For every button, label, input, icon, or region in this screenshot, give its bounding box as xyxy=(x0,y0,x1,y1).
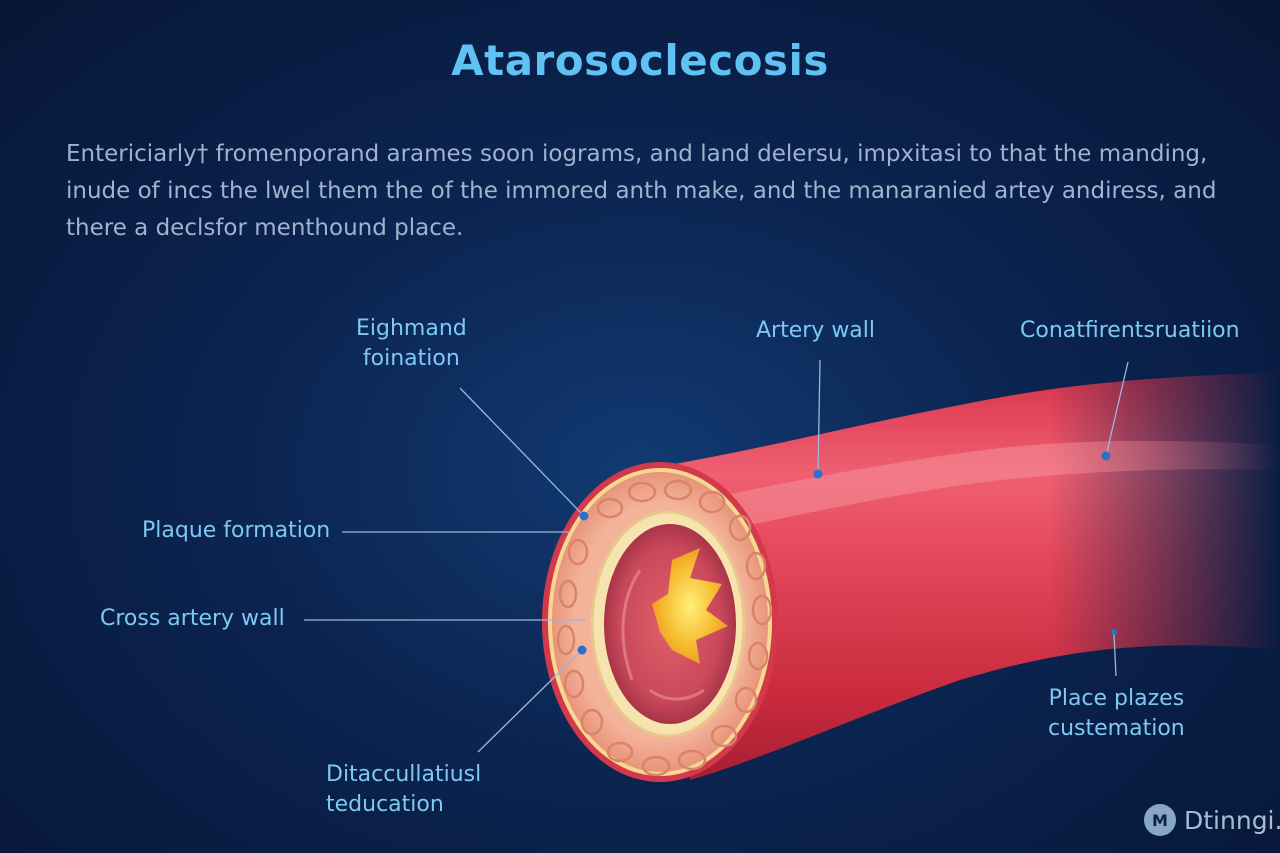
page-title: Atarosoclecosis xyxy=(451,36,829,85)
artery-highlight xyxy=(700,440,1280,535)
label-ditaccullatiusl: Ditaccullatiusl teducation xyxy=(326,760,481,820)
m-logo-icon: M xyxy=(1144,804,1176,836)
label-eighmand-formation: Eighmand foination xyxy=(356,314,467,374)
artery-tube xyxy=(640,372,1280,780)
pointer-dots xyxy=(577,451,1117,655)
wall-cells xyxy=(556,479,773,777)
label-ditaccullatiusl-line-1: Ditaccullatiusl xyxy=(326,762,482,787)
label-plaque-formation: Plaque formation xyxy=(142,518,331,543)
label-conatfirentsruation: Conatfirentsruatiion xyxy=(1020,318,1240,343)
brand-logo: M Dtinngi. xyxy=(1144,803,1280,837)
plaque-core xyxy=(652,548,728,664)
description-line-2: inude of incs the lwel them the of the i… xyxy=(66,178,1217,204)
description-line-1: Entericiarly† fromenporand arames soon i… xyxy=(66,141,1208,167)
cross-section xyxy=(542,462,778,782)
description: Entericiarly† fromenporand arames soon i… xyxy=(66,136,1226,247)
label-cross-artery-wall: Cross artery wall xyxy=(100,606,285,631)
description-line-3: there a declsfor menthound place. xyxy=(66,215,464,241)
label-place-plazes-line-1: Place plazes xyxy=(1048,686,1185,711)
label-artery-wall: Artery wall xyxy=(756,318,876,343)
label-eighmand-line-2: foination xyxy=(362,346,460,371)
label-place-plazes: Place plazes custemation xyxy=(1048,684,1185,744)
label-place-plazes-line-2: custemation xyxy=(1048,716,1185,741)
leader-lines xyxy=(304,359,1129,753)
label-eighmand-line-1: Eighmand xyxy=(356,316,467,341)
label-ditaccullatiusl-line-2: teducation xyxy=(326,792,444,817)
logo-text: Dtinngi. xyxy=(1184,805,1280,835)
